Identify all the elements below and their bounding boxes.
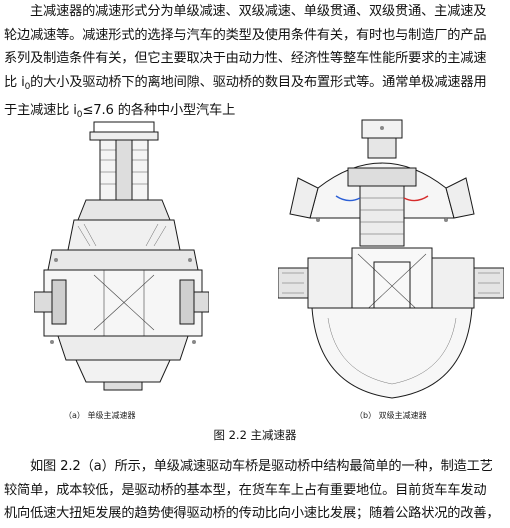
text-line: 如图 2.2（a）所示，单级减速驱动车桥是驱动桥中结构最简单的一种，制造工艺 <box>30 459 493 474</box>
text-line: 比 i0的大小及驱动桥下的离地间隙、驱动桥的数目及布置形式等。通常单极减速器用 <box>4 71 504 100</box>
double-stage-reducer-drawing <box>278 119 504 399</box>
text-line: 轮边减速等。减速形式的选择与汽车的类型及使用条件有关，有时也与制造厂的产品 <box>4 27 487 43</box>
text-fragment: ≤7.6 的各种中小型汽车上 <box>82 103 236 118</box>
body-paragraph: 如图 2.2（a）所示，单级减速驱动车桥是驱动桥中结构最简单的一种，制造工艺 较… <box>4 455 504 526</box>
figure-caption-b: （b） 双级主减速器 <box>355 411 427 420</box>
text-line: 主减速器的减速形式分为单级减速、双级减速、单级贯通、双级贯通、主减速及 <box>30 4 487 19</box>
text-fragment: 比 i <box>4 74 25 90</box>
text-line: 于主减速比 i0≤7.6 的各种中小型汽车上 <box>4 99 504 128</box>
intro-paragraph: 主减速器的减速形式分为单级减速、双级减速、单级贯通、双级贯通、主减速及 轮边减速… <box>4 0 504 128</box>
text-line: 较简单，成本较低，是驱动桥的基本型，在货车车上占有重要地位。目前货车车发动 <box>4 482 487 498</box>
subscript: 0 <box>76 110 83 120</box>
single-stage-reducer-drawing <box>34 121 209 391</box>
text-line: 机向低速大扭矩发展的趋势使得驱动桥的传动比向小速比发展；随着公路状况的改善， <box>4 506 500 521</box>
figure-title: 图 2.2 主减速器 <box>213 428 297 442</box>
figure-caption-a: （a） 单级主减速器 <box>64 411 136 420</box>
text-line: 系列及制造条件有关，但它主要取决于由动力性、经济性等整车性能所要求的主减速 <box>4 51 487 66</box>
text-fragment: 于主减速比 i <box>4 103 77 118</box>
subscript: 0 <box>24 81 31 92</box>
text-fragment: 的大小及驱动桥下的离地间隙、驱动桥的数目及布置形式等。通常单极减速器用 <box>30 74 487 90</box>
